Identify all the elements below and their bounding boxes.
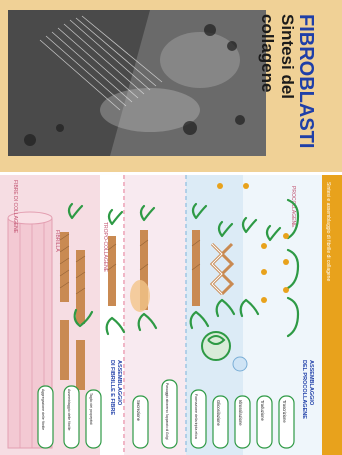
- section-fibrils-title2: DI FIBRILLE E FIBRE: [109, 360, 115, 415]
- step-callout: Formazione della tripla elica: [191, 390, 206, 448]
- step-callout: Taglio dei propeptidi: [86, 390, 101, 448]
- svg-text:Traduzione: Traduzione: [260, 400, 265, 421]
- svg-text:Trascrizione: Trascrizione: [282, 400, 287, 423]
- step-callout: Traduzione: [257, 396, 272, 448]
- section-procollagen-title1: ASSEMBLAGGIO: [308, 360, 314, 406]
- collagen-synthesis-diagram: Sintesi e assemblaggio di fibrille di co…: [0, 175, 342, 455]
- title: FIBROBLASTI: [295, 14, 317, 148]
- section-procollagen-title2: DEL PROCOLLAGENE: [301, 360, 307, 419]
- svg-text:Idrossilazione: Idrossilazione: [238, 400, 243, 426]
- section-fibrils-title1: ASSEMBLAGGIO: [116, 360, 122, 406]
- svg-text:Aggregazione delle fibrille: Aggregazione delle fibrille: [41, 389, 45, 430]
- step-callout: Trascrizione: [279, 396, 294, 448]
- label-tropocollagen: TROPO-COLLAGENE: [102, 222, 108, 273]
- step-callout: Aggregazione delle fibrille: [38, 386, 53, 448]
- svg-text:Assemblaggio delle fibrille: Assemblaggio delle fibrille: [67, 389, 71, 431]
- header-strip-text: Sintesi e assemblaggio di fibrille di co…: [325, 182, 331, 281]
- micrograph-image: [8, 10, 266, 156]
- svg-text:Taglio dei propeptidi: Taglio dei propeptidi: [89, 393, 93, 425]
- svg-text:Glicosilazione: Glicosilazione: [216, 400, 221, 427]
- step-callout: Assemblaggio delle fibrille: [64, 386, 79, 448]
- subtitle-line1: Sintesi del: [278, 14, 297, 99]
- svg-text:Passaggio attraverso l'apparat: Passaggio attraverso l'apparato di Golgi: [165, 383, 169, 440]
- label-fibrils: FIBRILLA: [54, 230, 60, 252]
- step-callout: Glicosilazione: [213, 396, 228, 448]
- step-callout: Passaggio attraverso l'apparato di Golgi: [162, 380, 177, 448]
- step-callout: Secrezione: [133, 396, 148, 448]
- label-fibers: FIBRE DI COLLAGENE: [12, 180, 18, 234]
- subtitle-line2: collagene: [258, 14, 277, 92]
- svg-text:Formazione della tripla elica: Formazione della tripla elica: [194, 394, 198, 439]
- header-strip: [322, 175, 342, 455]
- svg-text:Secrezione: Secrezione: [136, 400, 141, 422]
- step-callout: Idrossilazione: [235, 396, 250, 448]
